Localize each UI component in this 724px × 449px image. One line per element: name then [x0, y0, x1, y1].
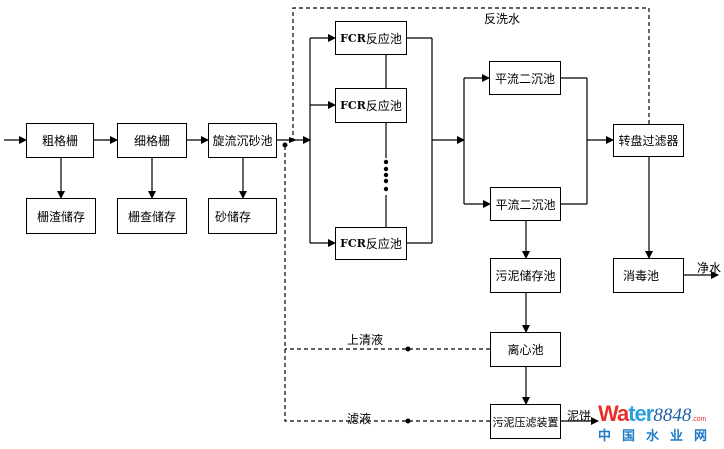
logo-text-blue: ter — [628, 401, 654, 426]
filtrate-arrow-dot — [405, 418, 411, 424]
node-label: 砂储存 — [215, 209, 252, 224]
node-label: 离心池 — [507, 343, 544, 357]
node-sludge-storage[interactable]: 污泥储存池 — [490, 258, 561, 293]
node-coarse-screen[interactable]: 粗格栅 — [26, 123, 94, 158]
node-label: 污泥压滤装置 — [492, 415, 559, 429]
node-secondary-sedimentation-2[interactable]: 平流二沉池 — [490, 187, 561, 221]
node-vortex-grit-chamber[interactable]: 旋流沉砂池 — [208, 123, 277, 158]
node-screenings-storage-2[interactable]: 栅查储存 — [117, 198, 187, 234]
junction-dot — [282, 142, 288, 148]
node-label: 反应池 — [365, 237, 402, 251]
ellipsis-dot — [383, 166, 389, 172]
watermark-logo: Water8848.com 中国水业网 — [598, 401, 707, 444]
label-sludge-cake: 泥饼 — [567, 409, 592, 423]
logo-text-red: Wa — [598, 401, 629, 426]
node-label: 栅渣储存 — [36, 209, 85, 224]
node-disk-filter[interactable]: 转盘过滤器 — [613, 124, 684, 157]
node-label: 栅查储存 — [127, 209, 176, 224]
arrow-into-junction — [289, 137, 297, 143]
node-label: 平流二沉池 — [495, 197, 556, 212]
node-screenings-storage-1[interactable]: 栅渣储存 — [26, 198, 96, 234]
node-label: 转盘过滤器 — [618, 134, 679, 148]
label-filtrate: 滤液 — [347, 412, 372, 426]
node-label: 反应池 — [365, 99, 402, 113]
filtrate-return-line — [284, 145, 490, 422]
node-label: 平流二沉池 — [494, 71, 555, 86]
node-label: 反应池 — [365, 31, 402, 46]
node-sand-storage[interactable]: 砂储存 — [208, 198, 277, 234]
ellipsis-dot — [383, 159, 389, 165]
node-label-prefix: FCR — [340, 237, 366, 250]
node-label: 消毒池 — [623, 269, 660, 283]
node-secondary-sedimentation-1[interactable]: 平流二沉池 — [489, 61, 561, 95]
logo-number: 8848 — [653, 405, 692, 426]
backwash-return-line — [292, 7, 650, 140]
logo-tld: .com — [691, 416, 707, 423]
node-sludge-press[interactable]: 污泥压滤装置 — [490, 404, 561, 439]
label-backwash: 反洗水 — [484, 12, 521, 26]
node-label: 污泥储存池 — [495, 269, 556, 283]
supernatant-arrow-dot — [405, 346, 411, 352]
node-label-prefix: FCR — [340, 31, 366, 45]
ellipsis-dot — [383, 186, 389, 192]
node-disinfection[interactable]: 消毒池 — [613, 258, 684, 293]
node-fine-screen[interactable]: 细格栅 — [117, 123, 187, 158]
ellipsis-dot — [383, 178, 389, 184]
node-centrifuge[interactable]: 离心池 — [490, 332, 561, 367]
logo-chinese-name: 中国水业网 — [598, 429, 719, 444]
node-label: 粗格栅 — [41, 134, 78, 148]
node-label-prefix: FCR — [340, 99, 366, 112]
ellipsis-dot — [383, 172, 389, 178]
node-label: 细格栅 — [133, 134, 170, 148]
node-label: 旋流沉砂池 — [212, 134, 273, 148]
label-clean-water: 净水 — [697, 261, 722, 275]
label-supernatant: 上清液 — [347, 333, 384, 347]
